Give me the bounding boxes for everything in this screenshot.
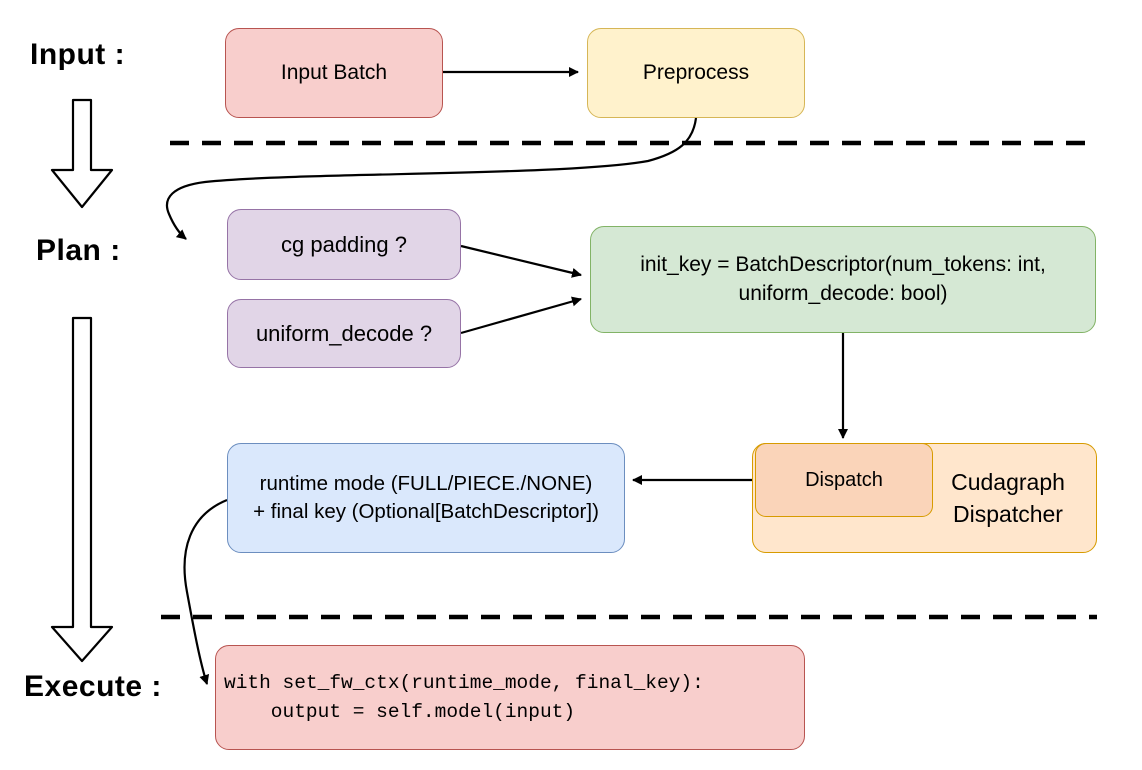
node-dispatch-label: Dispatch: [805, 468, 883, 491]
arrow-uniformdecode-to-initkey: [460, 296, 582, 335]
node-preprocess: Preprocess: [587, 28, 805, 118]
node-cudagraph-dispatcher-label: Cudagraph Dispatcher: [924, 444, 1092, 552]
arrow-runtimemode-to-execute: [183, 498, 228, 685]
arrow-cgpadding-to-initkey: [460, 244, 582, 278]
execute-code-line2: output = self.model(input): [224, 700, 576, 723]
node-runtime-mode: runtime mode (FULL/PIECE./NONE) + final …: [227, 443, 625, 553]
node-init-key-line1: init_key = BatchDescriptor(num_tokens: i…: [640, 253, 1046, 277]
node-execute-code: with set_fw_ctx(runtime_mode, final_key)…: [215, 645, 805, 750]
stage-label-execute: Execute :: [24, 670, 162, 703]
plan-to-execute-block-arrow: [50, 316, 114, 663]
node-dispatch: Dispatch: [755, 443, 933, 517]
node-runtime-mode-line2: + final key (Optional[BatchDescriptor]): [253, 500, 599, 523]
node-cg-padding: cg padding ?: [227, 209, 461, 280]
node-init-key: init_key = BatchDescriptor(num_tokens: i…: [590, 226, 1096, 333]
execute-code-line1: with set_fw_ctx(runtime_mode, final_key)…: [224, 672, 704, 695]
node-uniform-decode: uniform_decode ?: [227, 299, 461, 368]
node-init-key-line2: uniform_decode: bool): [738, 281, 948, 305]
node-cg-padding-label: cg padding ?: [281, 231, 407, 257]
stage-label-input: Input :: [30, 38, 126, 71]
cudagraph-label-line2: Dispatcher: [953, 501, 1063, 527]
node-runtime-mode-line1: runtime mode (FULL/PIECE./NONE): [259, 472, 593, 496]
arrow-preprocess-to-cgpadding: [165, 117, 698, 240]
node-uniform-decode-label: uniform_decode ?: [255, 320, 433, 346]
stage-label-plan: Plan :: [36, 234, 121, 267]
node-input-batch-label: Input Batch: [280, 60, 388, 84]
input-to-plan-block-arrow: [50, 98, 114, 209]
node-preprocess-label: Preprocess: [642, 60, 750, 84]
node-input-batch: Input Batch: [225, 28, 443, 118]
cudagraph-label-line1: Cudagraph: [951, 468, 1065, 495]
